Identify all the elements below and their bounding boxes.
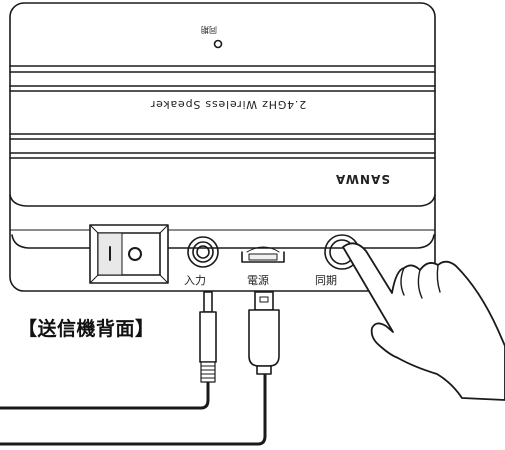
usb-plug-icon: [248, 291, 280, 375]
sync-led-icon: [213, 39, 223, 49]
input-port-label: 入力: [184, 274, 206, 287]
audio-cable: [0, 378, 210, 410]
audio-jack-icon: [187, 236, 219, 268]
brand-logo: SANWA: [335, 172, 390, 186]
power-port-label: 電源: [247, 274, 269, 287]
power-switch-icon: [89, 224, 169, 284]
top-sync-label: 同期: [201, 25, 217, 34]
hand-pointer-icon: [342, 242, 505, 401]
model-label: 2.4GHz Wireless Speaker: [150, 98, 307, 111]
usb-cable: [0, 370, 267, 446]
usb-port-icon: [241, 246, 285, 263]
caption-title: 【送信機背面】: [18, 318, 155, 340]
sync-button-label: 同期: [315, 274, 337, 287]
audio-plug-icon: [199, 291, 217, 383]
device-body: [9, 2, 436, 292]
